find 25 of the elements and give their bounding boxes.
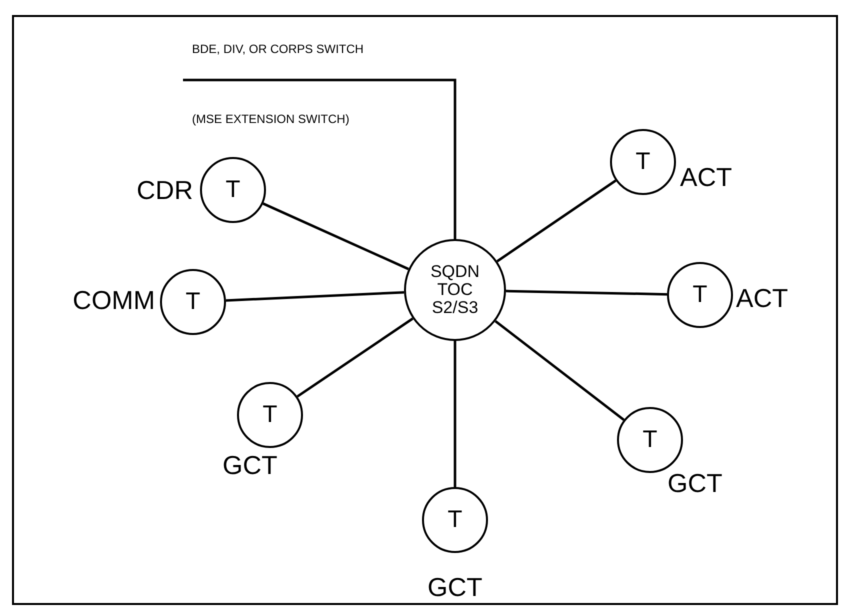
station-label: ACT [736, 283, 788, 314]
connector-line [506, 290, 668, 296]
terminal-label: T [642, 428, 658, 452]
connector-line [496, 180, 616, 262]
node-label: SQDN TOC S2/S3 [429, 263, 481, 317]
station-label: COMM [72, 285, 155, 316]
station-label: GCT [428, 572, 482, 603]
station-label: CDR [136, 175, 193, 206]
station-label: ACT [680, 162, 732, 193]
switch-label: (MSE EXTENSION SWITCH) [192, 112, 350, 126]
connector-line [454, 341, 456, 487]
terminal-label: T [226, 178, 240, 202]
terminal-label: T [636, 150, 650, 174]
connector-line [183, 78, 456, 239]
connector-line [296, 318, 414, 398]
switch-label: BDE, DIV, OR CORPS SWITCH [192, 42, 364, 56]
connector-line [494, 320, 625, 421]
station-label: GCT [222, 450, 278, 481]
connector-line [226, 291, 404, 302]
terminal-label: T [448, 508, 462, 532]
connector-line [262, 202, 410, 270]
terminal-label: T [692, 283, 708, 307]
terminal-label: T [186, 290, 200, 314]
terminal-label: T [262, 403, 278, 427]
station-label: GCT [668, 468, 722, 499]
